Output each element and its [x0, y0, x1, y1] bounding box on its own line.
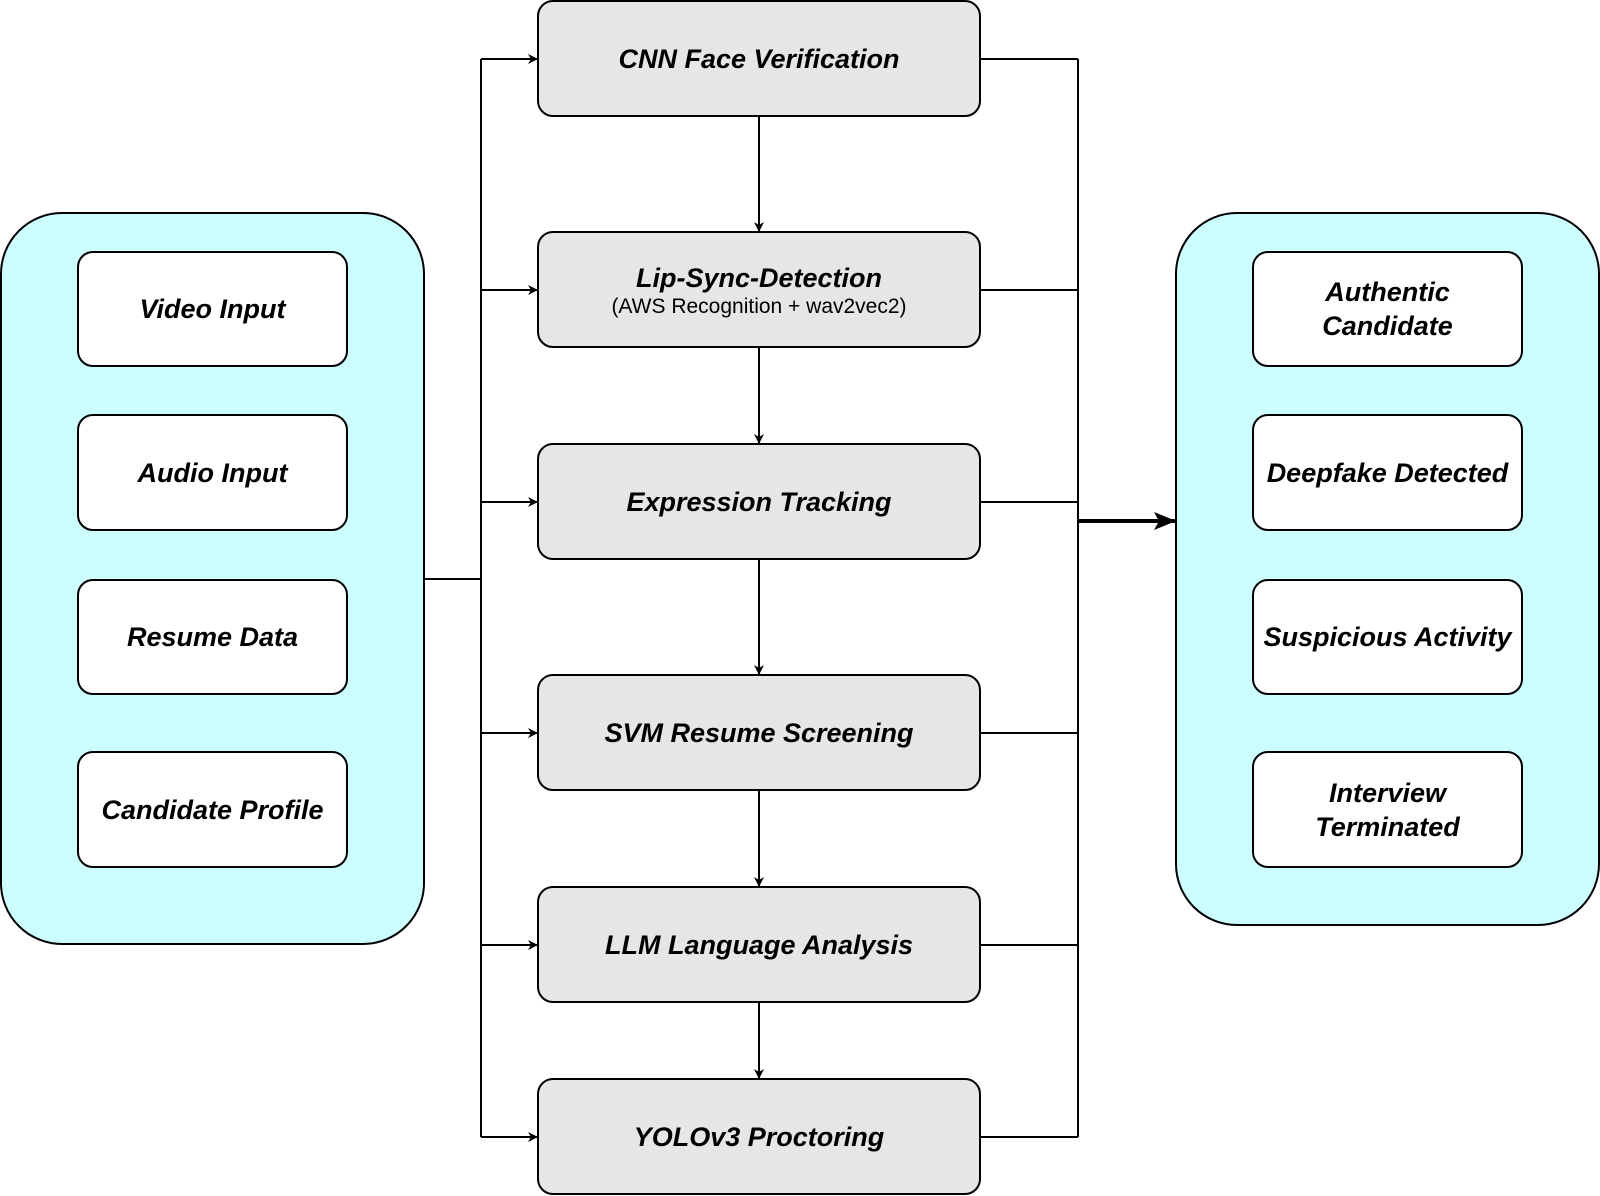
deepfake-detected-box: Deepfake Detected — [1252, 414, 1523, 531]
suspicious-activity-label: Suspicious Activity — [1263, 622, 1512, 652]
video-input-label: Video Input — [139, 294, 286, 324]
candidate-profile-label: Candidate Profile — [101, 794, 324, 825]
module-lipsync-sublabel: (AWS Recognition + wav2vec2) — [611, 294, 907, 318]
module-expression-tracking: Expression Tracking — [537, 443, 981, 560]
audio-input-box: Audio Input — [77, 414, 348, 531]
module-cnn-label: CNN Face Verification — [618, 43, 900, 74]
resume-data-label: Resume Data — [126, 622, 299, 652]
module-expression-label: Expression Tracking — [626, 486, 892, 517]
module-lip-sync-detection: Lip-Sync-Detection (AWS Recognition + wa… — [537, 231, 981, 348]
module-llm-language-analysis: LLM Language Analysis — [537, 886, 981, 1003]
video-input-box: Video Input — [77, 251, 348, 367]
interview-terminated-label: Interview Terminated — [1315, 777, 1460, 842]
authentic-candidate-box: Authentic Candidate — [1252, 251, 1523, 367]
module-cnn-face-verification: CNN Face Verification — [537, 0, 981, 117]
deepfake-detected-label: Deepfake Detected — [1266, 457, 1509, 488]
module-svm-resume-screening: SVM Resume Screening — [537, 674, 981, 791]
module-yolov3-proctoring: YOLOv3 Proctoring — [537, 1078, 981, 1195]
suspicious-activity-box: Suspicious Activity — [1252, 579, 1523, 695]
audio-input-label: Audio Input — [137, 457, 288, 488]
module-lipsync-label: Lip-Sync-Detection — [635, 262, 883, 293]
interview-terminated-box: Interview Terminated — [1252, 751, 1523, 868]
authentic-candidate-label: Authentic Candidate — [1322, 277, 1453, 341]
module-svm-label: SVM Resume Screening — [604, 717, 914, 748]
module-llm-label: LLM Language Analysis — [604, 929, 914, 960]
module-yolo-label: YOLOv3 Proctoring — [633, 1121, 885, 1152]
candidate-profile-box: Candidate Profile — [77, 751, 348, 868]
resume-data-box: Resume Data — [77, 579, 348, 695]
